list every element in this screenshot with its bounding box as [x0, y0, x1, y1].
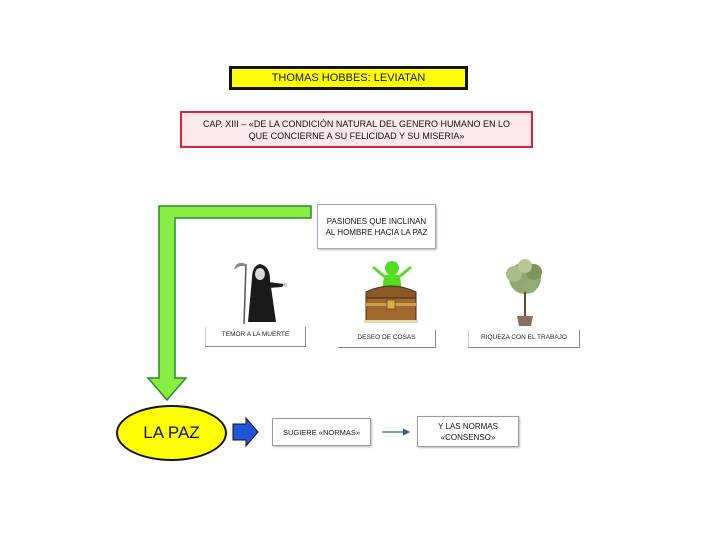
consensus-box: Y LAS NORMAS «CONSENSO»	[417, 416, 519, 447]
passions-text: PASIONES QUE INCLINAN AL HOMBRE HACIA LA…	[325, 216, 428, 237]
chapter-text: CAP. XIII – «DE LA CONDICIÓN NATURAL DEL…	[202, 118, 511, 141]
wealth-label: RIQUEZA CON EL TRABAJO	[468, 330, 580, 348]
wealth-text: RIQUEZA CON EL TRABAJO	[481, 334, 567, 341]
chapter-box: CAP. XIII – «DE LA CONDICIÓN NATURAL DEL…	[180, 111, 533, 148]
fear-label: TEMOR A LA MUERTE	[205, 327, 306, 347]
treasure-chest-icon	[364, 261, 418, 323]
grim-reaper-icon	[234, 262, 287, 325]
norms-text: SUGIERE «NORMAS»	[282, 427, 361, 437]
desire-text: DESEO DE COSAS	[357, 334, 416, 341]
peace-text: LA PAZ	[143, 423, 200, 442]
desire-label: DESEO DE COSAS	[338, 330, 436, 348]
money-tree-icon	[506, 259, 542, 326]
peace-ellipse: LA PAZ	[116, 405, 227, 461]
norms-box: SUGIERE «NORMAS»	[272, 418, 371, 446]
consensus-text: Y LAS NORMAS «CONSENSO»	[438, 421, 498, 442]
fear-text: TEMOR A LA MUERTE	[221, 331, 290, 338]
title-box: THOMAS HOBBES: LEVIATAN	[229, 66, 468, 90]
title-text: THOMAS HOBBES: LEVIATAN	[271, 72, 426, 84]
passions-box: PASIONES QUE INCLINAN AL HOMBRE HACIA LA…	[317, 204, 436, 249]
